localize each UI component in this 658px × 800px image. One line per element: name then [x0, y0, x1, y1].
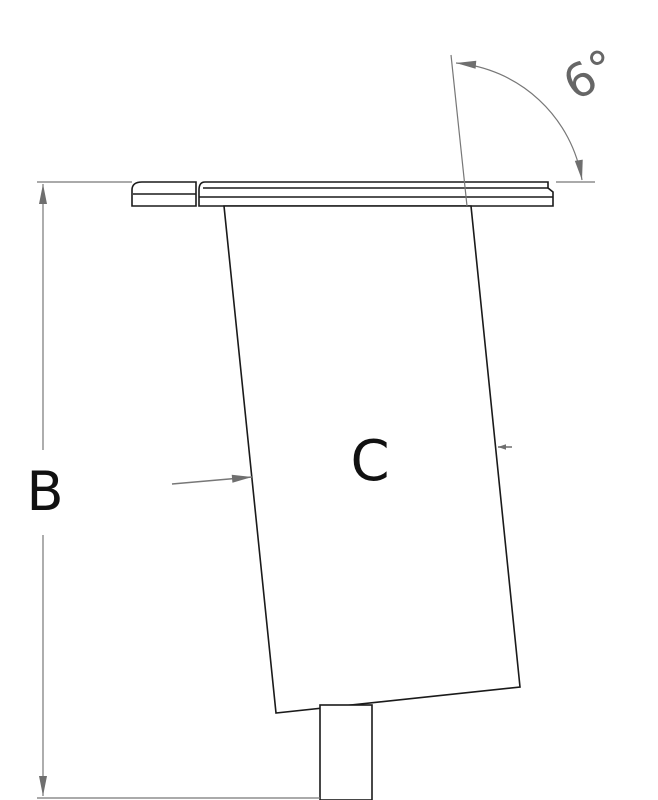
axis-extension-line — [450, 54, 468, 207]
label-angle: 6° — [554, 38, 626, 111]
tilted-body — [223, 205, 521, 714]
angle-dimension — [450, 54, 595, 207]
flange-right-segment — [198, 181, 554, 207]
label-c: C — [350, 429, 389, 494]
flange — [131, 181, 554, 207]
flange-left-segment — [131, 181, 197, 207]
wall-arrow-left — [171, 474, 253, 485]
stem — [319, 704, 373, 800]
label-b: B — [26, 460, 63, 523]
dimension-b — [37, 181, 320, 799]
angle-arc — [455, 60, 583, 181]
